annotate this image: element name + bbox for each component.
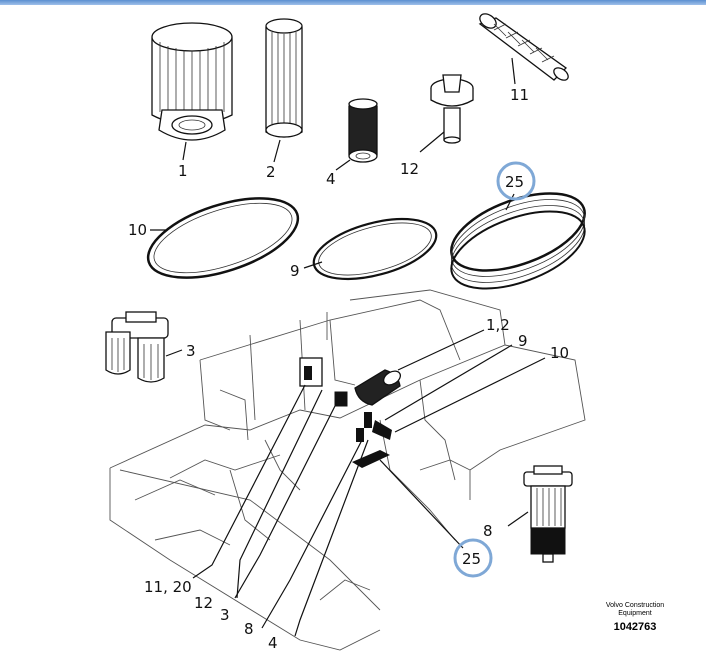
label-part-8: 8: [483, 522, 493, 540]
callout-25: 25: [462, 550, 481, 568]
part-9-belt[interactable]: [303, 208, 443, 291]
machine-breather-12[interactable]: [334, 391, 348, 407]
callout-4: 4: [268, 634, 278, 652]
machine-filter-11-20[interactable]: [299, 357, 323, 387]
callout-10: 10: [550, 344, 569, 362]
callout-12: 12: [194, 594, 213, 612]
leader-lines: [192, 329, 546, 637]
label-part-9: 9: [290, 262, 300, 280]
machine-belt-area[interactable]: [352, 450, 390, 468]
window-top-border: [0, 0, 706, 5]
highlight-circle-25-top[interactable]: 25: [496, 161, 536, 201]
paver-machine-outline: [109, 289, 586, 651]
label-part-11: 11: [510, 86, 529, 104]
brand-line-2: Equipment: [618, 610, 652, 617]
label-part-2: 2: [266, 163, 276, 181]
label-part-10: 10: [128, 221, 147, 239]
drawing-footer: Volvo Construction Equipment 1042763: [590, 602, 680, 633]
highlight-circle-25-bottom[interactable]: 25: [453, 538, 493, 578]
label-part-3: 3: [186, 342, 196, 360]
drawing-number: 1042763: [613, 621, 657, 633]
label-part-25: 25: [505, 173, 524, 191]
part-4-oil-filter[interactable]: [335, 98, 378, 171]
label-part-12: 12: [400, 160, 419, 178]
callout-11-20: 11, 20: [144, 578, 192, 596]
label-part-1: 1: [178, 162, 188, 180]
part-11-hydraulic-filter[interactable]: [477, 11, 570, 85]
label-part-4: 4: [326, 170, 336, 188]
part-2-safety-filter[interactable]: [265, 18, 303, 163]
part-12-breather[interactable]: [419, 74, 474, 153]
brand-line-1: Volvo Construction: [605, 602, 665, 609]
part-3-dual-filter[interactable]: [105, 311, 183, 383]
machine-filters-4-8[interactable]: [356, 412, 392, 442]
part-8-fuel-separator[interactable]: [507, 465, 573, 563]
callout-1-2: 1,2: [486, 316, 510, 334]
callout-9: 9: [518, 332, 528, 350]
callout-8: 8: [244, 620, 254, 638]
callout-3: 3: [220, 606, 230, 624]
part-10-belt[interactable]: [139, 183, 308, 294]
part-25-poly-v-belt[interactable]: [441, 178, 594, 304]
parts-diagram: 1 2 4 12: [105, 11, 594, 652]
machine-air-filter[interactable]: [354, 368, 403, 406]
part-1-air-filter[interactable]: [151, 22, 233, 161]
